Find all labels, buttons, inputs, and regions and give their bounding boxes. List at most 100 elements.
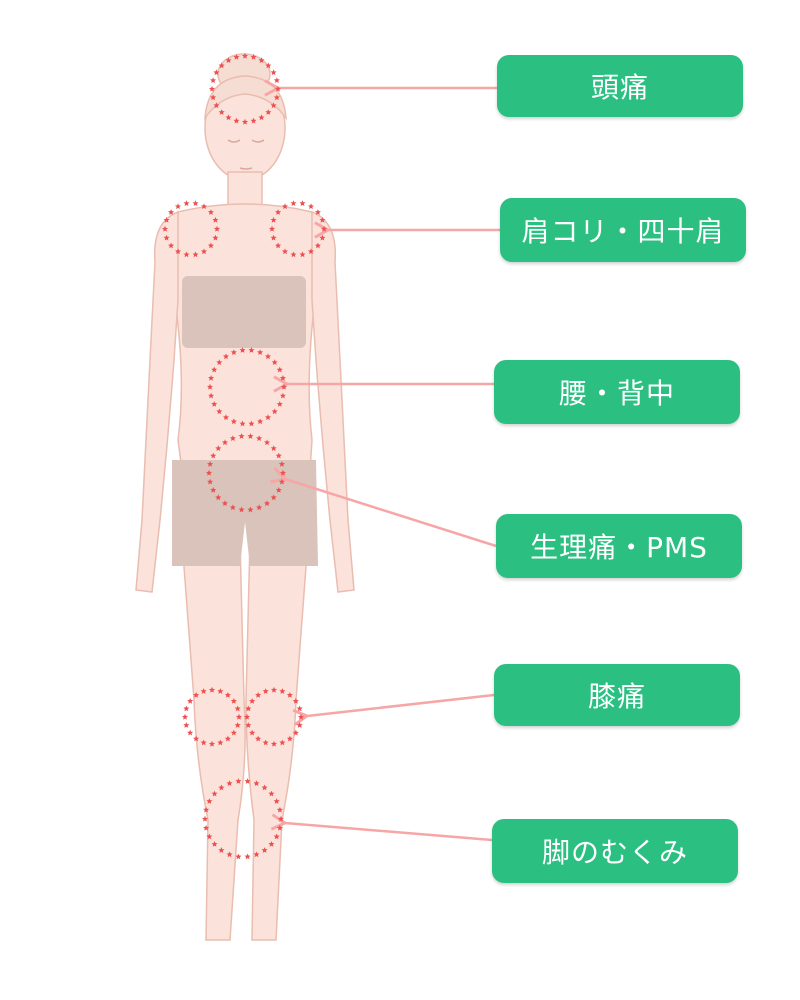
star-circle-marker-icon bbox=[207, 478, 214, 485]
star-circle-marker-icon bbox=[271, 359, 278, 366]
star-circle-marker-icon bbox=[275, 242, 282, 249]
star-circle-marker-icon bbox=[265, 62, 272, 69]
star-circle-marker-icon bbox=[264, 353, 272, 360]
star-circle-marker-icon bbox=[271, 408, 278, 415]
pain-markers bbox=[161, 52, 328, 860]
star-circle-marker-icon bbox=[274, 85, 282, 92]
star-circle-marker-icon bbox=[208, 392, 215, 399]
star-circle-marker-icon bbox=[216, 359, 223, 366]
star-circle-marker-icon bbox=[275, 209, 282, 215]
label-back: 腰・背中 bbox=[494, 360, 740, 424]
star-circle-marker-icon bbox=[210, 452, 217, 459]
star-circle-marker-icon bbox=[279, 688, 286, 694]
star-circle-marker-icon bbox=[205, 469, 213, 476]
star-circle-marker-icon bbox=[270, 102, 277, 109]
star-circle-marker-icon bbox=[239, 347, 246, 353]
star-circle-marker-icon bbox=[241, 118, 249, 125]
star-circle-marker-icon bbox=[210, 94, 217, 101]
star-circle-marker-icon bbox=[213, 102, 220, 109]
star-circle-marker-icon bbox=[213, 69, 220, 76]
star-circle-marker-icon bbox=[230, 697, 237, 704]
star-circle-marker-icon bbox=[270, 686, 278, 693]
star-circle-marker-icon bbox=[200, 739, 207, 746]
star-circle-marker-icon bbox=[249, 697, 256, 704]
star-circle-marker-icon bbox=[203, 824, 210, 831]
star-circle-marker-icon bbox=[286, 691, 293, 698]
star-circle-marker-icon bbox=[211, 366, 218, 373]
star-circle-marker-icon bbox=[233, 117, 240, 124]
star-circle-marker-icon bbox=[226, 780, 233, 787]
star-circle-marker-icon bbox=[244, 778, 251, 784]
star-circle-marker-icon bbox=[235, 853, 242, 860]
star-circle-marker-icon bbox=[292, 729, 299, 736]
star-circle-marker-icon bbox=[212, 234, 219, 241]
star-circle-marker-icon bbox=[215, 494, 222, 501]
star-circle-marker-icon bbox=[320, 225, 328, 232]
star-circle-marker-icon bbox=[200, 203, 208, 210]
star-circle-marker-icon bbox=[255, 691, 262, 698]
star-circle-marker-icon bbox=[276, 366, 283, 373]
star-circle-marker-icon bbox=[248, 347, 255, 353]
star-circle-marker-icon bbox=[241, 52, 249, 59]
star-circle-marker-icon bbox=[279, 374, 286, 381]
star-circle-marker-icon bbox=[273, 77, 280, 84]
star-circle-marker-icon bbox=[277, 815, 285, 822]
star-circle-marker-icon bbox=[218, 784, 225, 791]
star-circle-marker-icon bbox=[270, 234, 277, 241]
star-circle-marker-icon bbox=[212, 216, 219, 223]
star-circle-marker-icon bbox=[238, 433, 245, 439]
star-circle-marker-icon bbox=[217, 688, 224, 694]
star-circle-marker-icon bbox=[275, 486, 282, 493]
star-circle-marker-icon bbox=[225, 114, 232, 121]
star-circle-marker-icon bbox=[230, 729, 237, 736]
face-details bbox=[227, 139, 265, 170]
star-circle-marker-icon bbox=[290, 251, 297, 258]
star-circle-marker-icon bbox=[314, 242, 321, 249]
star-circle-marker-icon bbox=[226, 851, 233, 858]
star-circle-marker-icon bbox=[247, 433, 254, 439]
star-circle-marker-icon bbox=[233, 53, 240, 60]
star-circle-marker-icon bbox=[216, 408, 223, 415]
star-circle-marker-icon bbox=[296, 722, 303, 728]
star-circle-marker-icon bbox=[213, 225, 221, 232]
star-circle-marker-icon bbox=[224, 735, 231, 742]
star-circle-marker-icon bbox=[211, 400, 218, 407]
star-circle-marker-icon bbox=[215, 445, 222, 452]
label-shoulder: 肩コリ・四十肩 bbox=[500, 198, 746, 262]
star-circle-marker-icon bbox=[263, 439, 271, 446]
star-circle-marker-icon bbox=[264, 414, 272, 421]
star-circle-marker-icon bbox=[230, 349, 237, 355]
star-circle-marker-icon bbox=[273, 833, 280, 840]
star-circle-marker-icon bbox=[253, 851, 260, 858]
star-circle-marker-icon bbox=[292, 697, 299, 704]
star-circle-marker-icon bbox=[299, 251, 306, 258]
star-circle-marker-icon bbox=[278, 460, 285, 467]
star-circle-marker-icon bbox=[235, 713, 243, 720]
star-circle-marker-icon bbox=[281, 248, 289, 255]
star-circle-marker-icon bbox=[230, 418, 237, 425]
star-circle-marker-icon bbox=[229, 435, 236, 441]
star-circle-marker-icon bbox=[210, 77, 217, 84]
star-circle-marker-icon bbox=[206, 798, 213, 804]
star-circle-marker-icon bbox=[174, 248, 182, 255]
star-circle-marker-icon bbox=[207, 209, 214, 215]
star-circle-marker-icon bbox=[200, 688, 207, 694]
star-circle-marker-icon bbox=[299, 200, 306, 206]
star-circle-marker-icon bbox=[307, 248, 315, 255]
star-circle-marker-icon bbox=[265, 109, 272, 115]
star-circle-marker-icon bbox=[263, 500, 271, 507]
star-circle-marker-icon bbox=[243, 713, 251, 720]
star-circle-marker-icon bbox=[268, 841, 275, 847]
label-menstrual: 生理痛・PMS bbox=[496, 514, 742, 578]
star-circle-marker-icon bbox=[279, 469, 287, 476]
star-circle-marker-icon bbox=[174, 203, 182, 210]
star-circle-marker-icon bbox=[208, 740, 216, 747]
star-circle-marker-icon bbox=[183, 705, 190, 712]
star-circle-marker-icon bbox=[161, 225, 169, 232]
star-circle-marker-icon bbox=[270, 216, 277, 223]
star-circle-marker-icon bbox=[255, 735, 262, 742]
star-circle-marker-icon bbox=[275, 452, 282, 459]
star-circle-marker-icon bbox=[183, 251, 190, 258]
star-circle-marker-icon bbox=[208, 85, 216, 92]
